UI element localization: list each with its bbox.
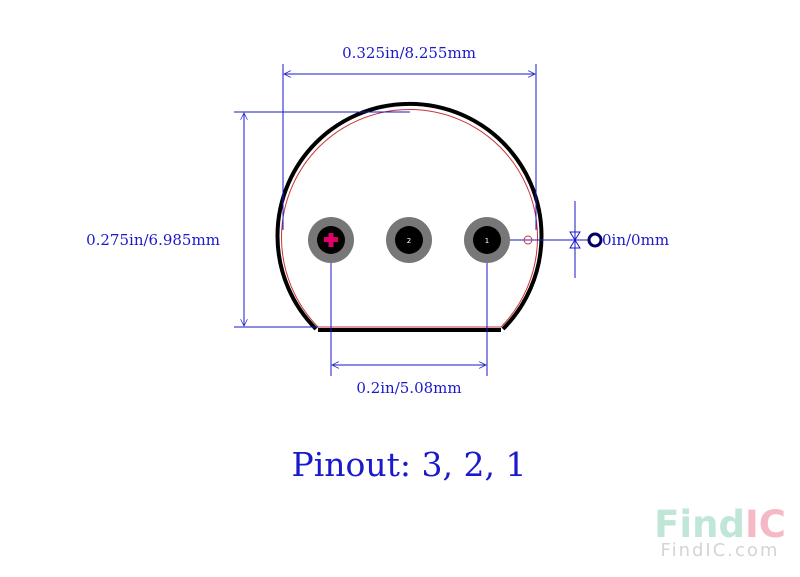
watermark-logo: FindIC xyxy=(654,503,786,546)
height-label: 0.275in/6.985mm xyxy=(86,231,220,249)
findic-watermark: FindIC FindIC.com xyxy=(654,503,786,561)
pad-3: 3 xyxy=(308,217,354,263)
polarity-plus-icon xyxy=(324,233,338,247)
pad-2: 2 xyxy=(386,217,432,263)
offset-label: 0in/0mm xyxy=(602,231,669,249)
orientation-mark-icon xyxy=(523,235,533,245)
offset-dimension: 0in/0mm xyxy=(487,201,669,278)
pitch-dimension: 0.2in/5.08mm xyxy=(330,240,488,397)
origin-marker-icon xyxy=(587,232,603,248)
pad-1: 1 xyxy=(464,217,510,263)
width-dimension: 0.325in/8.255mm xyxy=(282,44,537,230)
width-label: 0.325in/8.255mm xyxy=(342,44,476,62)
pitch-label: 0.2in/5.08mm xyxy=(356,379,461,397)
pad-1-number: 1 xyxy=(485,237,489,245)
body-outline xyxy=(275,101,544,332)
watermark-url: FindIC.com xyxy=(661,540,780,561)
courtyard-outline xyxy=(281,108,538,328)
pinout-caption: Pinout: 3, 2, 1 xyxy=(292,445,527,484)
pad-2-number: 2 xyxy=(407,237,411,245)
height-dimension: 0.275in/6.985mm xyxy=(86,111,410,328)
